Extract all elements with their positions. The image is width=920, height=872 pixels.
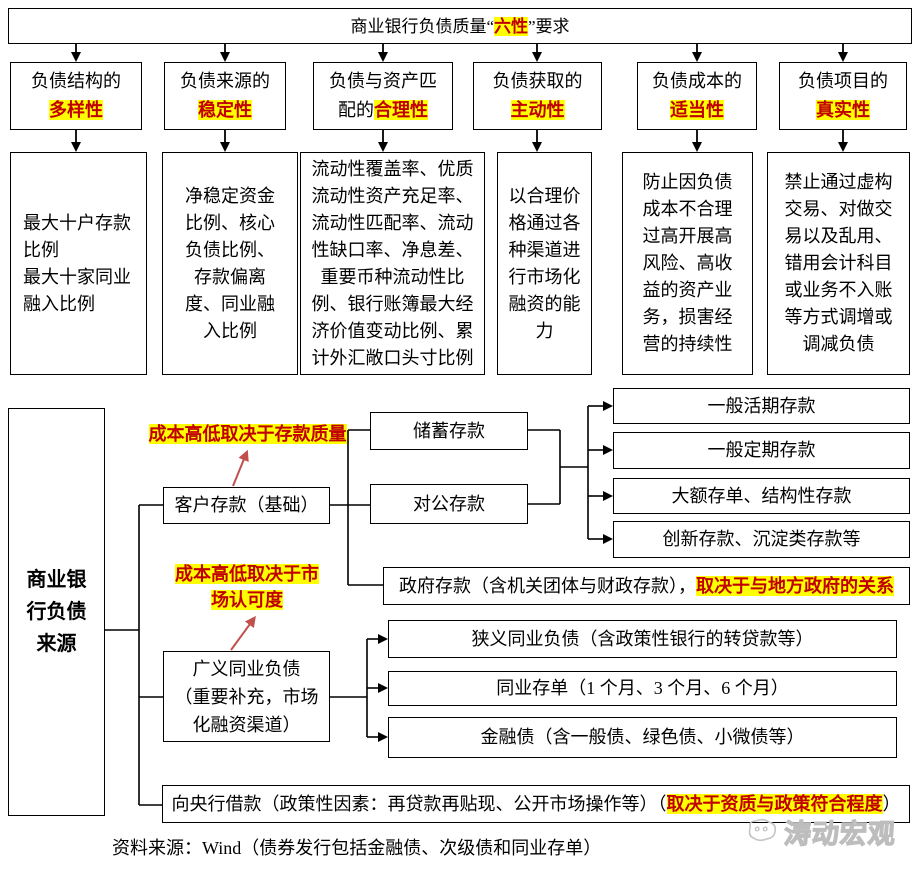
source-note: 资料来源：Wind（债券发行包括金融债、次级债和同业存单）: [112, 838, 602, 858]
header-box-rationality: 负债与资产匹配的合理性: [313, 62, 453, 130]
header-box-authenticity: 负债项目的真实性: [779, 62, 907, 130]
header-box-stability: 负债来源的稳定性: [164, 62, 286, 130]
cost-annotation-arrows: [230, 449, 256, 651]
header-box-appropriateness: 负债成本的适当性: [637, 62, 757, 130]
deposit-type-box-demand: 一般活期存款: [613, 388, 910, 424]
deposit-type-box-time: 一般定期存款: [613, 432, 910, 469]
watermark-text: 涛动宏观: [782, 818, 897, 849]
detail-box-stability: 净稳定资金比例、核心负债比例、存款偏离度、同业融入比例: [162, 152, 298, 375]
header-box-initiative: 负债获取的主动性: [473, 62, 602, 130]
customer-deposit-box: 客户存款（基础）: [163, 487, 330, 524]
detail-box-appropriateness: 防止因负债成本不合理过高开展高风险、高收益的资产业务，损害经营的持续性: [622, 152, 753, 375]
government-deposit-box: 政府存款（含机关团体与财政存款），取决于与地方政府的关系: [383, 567, 910, 605]
title-box: 商业银行负债质量“六性”要求: [8, 8, 912, 44]
deposit-type-box-innovative: 创新存款、沉淀类存款等: [613, 521, 910, 558]
title-to-header-arrows: [71, 44, 848, 62]
interbank-type-box-ncd: 同业存单（1 个月、3 个月、6 个月）: [388, 671, 897, 706]
corporate-deposit-box: 对公存款: [370, 484, 528, 524]
header-to-detail-arrows: [71, 130, 848, 152]
detail-box-diversity: 最大十户存款比例 最大十家同业融入比例: [10, 152, 147, 375]
watermark: 涛动宏观: [745, 812, 897, 851]
detail-box-rationality: 流动性覆盖率、优质流动性资产充足率、流动性匹配率、流动性缺口率、净息差、重要币种…: [300, 152, 485, 375]
title-text: 商业银行负债质量“六性”要求: [350, 16, 570, 36]
deposit-type-box-cd-structured: 大额存单、结构性存款: [613, 478, 910, 514]
header-box-diversity: 负债结构的多样性: [10, 62, 142, 130]
interbank-type-arrows: [367, 634, 388, 742]
central-bank-borrowing-box: 向央行借款（政策性因素：再贷款再贴现、公开市场操作等）（取决于资质与政策符合程度…: [162, 785, 910, 823]
savings-deposit-box: 储蓄存款: [370, 412, 528, 450]
deposit-type-arrows: [588, 401, 613, 544]
detail-box-initiative: 以合理价格通过各种渠道进行市场化融资的能力: [497, 152, 592, 375]
interbank-liability-box: 广义同业负债 （重要补充，市场 化融资渠道）: [163, 651, 330, 742]
root-box-liability-sources: 商业银行负债来源: [8, 408, 105, 816]
title-highlight: 六性: [494, 16, 528, 36]
interbank-type-box-financial-bond: 金融债（含一般债、绿色债、小微债等）: [388, 717, 897, 758]
flow-tree-lines: [105, 406, 589, 806]
interbank-type-box-narrow: 狭义同业负债（含政策性银行的转贷款等）: [388, 620, 897, 658]
detail-box-authenticity: 禁止通过虚构交易、对做交易以及乱用、错用会计科目或业务不入账等方式调增或调减负债: [767, 152, 910, 375]
cost-annotation-market-recognition: 成本高低取决于市场认可度: [175, 564, 319, 610]
cost-annotation-deposit-quality: 成本高低取决于存款质量: [148, 424, 347, 444]
watermark-logo-icon: [748, 818, 777, 841]
